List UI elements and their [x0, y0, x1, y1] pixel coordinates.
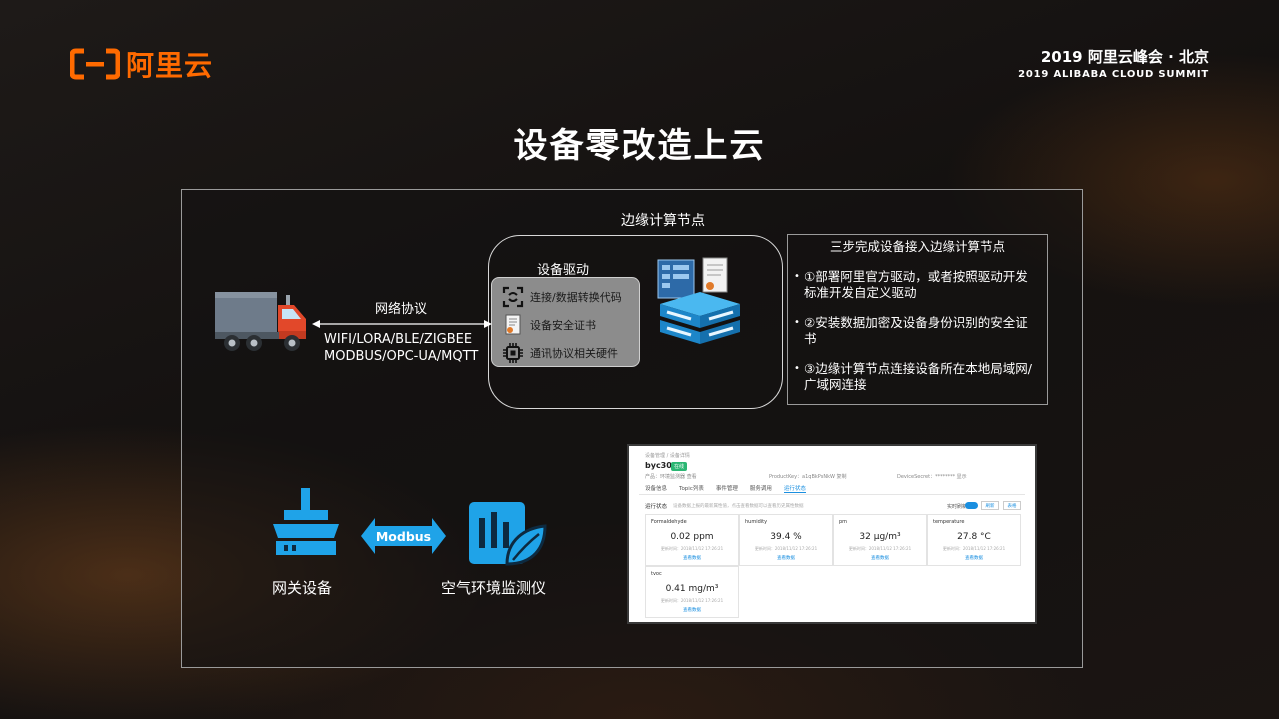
driver-title: 设备驱动 [537, 263, 590, 278]
chip-icon [502, 342, 524, 364]
metric-name: temperature [933, 519, 965, 525]
modbus-label: Modbus [375, 528, 432, 544]
realtime-toggle[interactable] [965, 502, 978, 509]
iot-console-screenshot: 设备管理 / 设备详情 byc300 在线 产品：环境监测器 查看 Produc… [627, 444, 1037, 624]
driver-item-certificate: 设备安全证书 [502, 314, 596, 336]
air-monitor-icon [469, 502, 547, 566]
view-data-link[interactable]: 查看数据 [871, 556, 889, 561]
metric-value: 27.8 °C [957, 532, 991, 542]
driver-item-label: 设备安全证书 [530, 319, 596, 332]
metric-card-temperature: temperature 27.8 °C 更新时间：2018/11/12 17:2… [927, 514, 1021, 566]
protocol-line-1: WIFI/LORA/BLE/ZIGBEE [324, 332, 473, 347]
driver-item-hardware: 通讯协议相关硬件 [502, 342, 618, 364]
step-2: ②安装数据加密及设备身份识别的安全证书 [794, 315, 1037, 347]
view-data-link[interactable]: 查看数据 [965, 556, 983, 561]
brand-name: 阿里云 [126, 49, 214, 82]
driver-item-code: 连接/数据转换代码 [502, 286, 622, 308]
metric-value: 0.02 ppm [670, 532, 714, 542]
metric-value: 39.4 % [770, 532, 802, 542]
truck-icon [215, 292, 306, 351]
metric-card-humidity: humidity 39.4 % 更新时间：2018/11/12 17:26:21… [739, 514, 833, 566]
device-secret-info[interactable]: DeviceSecret：******** 显示 [897, 474, 967, 480]
tab-run-status[interactable]: 运行状态 [783, 486, 806, 493]
metric-value: 0.41 mg/m³ [665, 584, 719, 594]
protocol-title: 网络协议 [375, 302, 428, 317]
summit-title-cn: 2019 阿里云峰会 · 北京 [1040, 48, 1209, 66]
metric-name: humidity [745, 519, 768, 525]
scan-code-icon [502, 286, 524, 308]
certificate-icon [502, 314, 524, 336]
summit-title-en: 2019 ALIBABA CLOUD SUMMIT [1018, 69, 1209, 80]
status-badge: 在线 [671, 462, 688, 471]
metric-card-tvoc: tvoc 0.41 mg/m³ 更新时间：2018/11/12 17:26:21… [645, 566, 739, 618]
metric-value: 32 μg/m³ [859, 532, 901, 542]
metric-time: 更新时间：2018/11/12 17:26:21 [660, 546, 724, 551]
table-button[interactable]: 表格 [1003, 501, 1021, 510]
run-status-desc: 设备数据上报的最新属性值，点击查看数据可以查看历史属性数据 [673, 504, 804, 509]
driver-item-label: 通讯协议相关硬件 [530, 347, 618, 360]
edge-node-box [488, 235, 783, 409]
alibaba-cloud-logo-icon [70, 48, 120, 80]
tab-device-info[interactable]: 设备信息 [645, 486, 668, 492]
metric-name: pm [839, 519, 848, 525]
breadcrumb[interactable]: 设备管理 / 设备详情 [645, 453, 690, 459]
divider [639, 494, 1025, 495]
metric-time: 更新时间：2018/11/12 17:26:21 [754, 546, 818, 551]
gateway-icon [273, 488, 339, 555]
gateway-label: 网关设备 [272, 579, 333, 597]
air-monitor-label: 空气环境监测仪 [441, 579, 547, 597]
edge-node-title: 边缘计算节点 [621, 213, 705, 229]
modbus-arrow-icon [361, 518, 446, 554]
metric-name: Formaldehyde [651, 519, 687, 525]
metric-card-formaldehyde: Formaldehyde 0.02 ppm 更新时间：2018/11/12 17… [645, 514, 739, 566]
metric-time: 更新时间：2018/11/12 17:26:21 [660, 598, 724, 603]
tab-event-manage[interactable]: 事件管理 [715, 486, 738, 492]
driver-item-label: 连接/数据转换代码 [530, 291, 622, 304]
metric-card-pm: pm 32 μg/m³ 更新时间：2018/11/12 17:26:21 查看数… [833, 514, 927, 566]
alibaba-cloud-logo: 阿里云 [70, 44, 213, 84]
step-1: ①部署阿里官方驱动，或者按照驱动开发标准开发自定义驱动 [794, 269, 1037, 301]
product-key-info[interactable]: ProductKey：a1qBkPsNkW 复制 [769, 474, 847, 480]
product-info[interactable]: 产品：环境监测器 查看 [645, 474, 697, 480]
steps-box: 三步完成设备接入边缘计算节点 ①部署阿里官方驱动，或者按照驱动开发标准开发自定义… [787, 234, 1048, 405]
refresh-button[interactable]: 刷新 [981, 501, 999, 510]
summit-badge: 2019 阿里云峰会 · 北京 2019 ALIBABA CLOUD SUMMI… [1018, 46, 1209, 80]
realtime-label: 实时刷新 [947, 504, 968, 510]
console-tabs: 设备信息 Topic列表 事件管理 服务调用 运行状态 [645, 484, 806, 493]
double-arrow-icon [312, 320, 492, 328]
slide-title: 设备零改造上云 [513, 126, 766, 166]
steps-title: 三步完成设备接入边缘计算节点 [829, 239, 1005, 254]
metric-time: 更新时间：2018/11/12 17:26:21 [942, 546, 1006, 551]
metric-name: tvoc [651, 571, 662, 577]
protocol-line-2: MODBUS/OPC-UA/MQTT [324, 349, 479, 364]
view-data-link[interactable]: 查看数据 [777, 556, 795, 561]
step-3: ③边缘计算节点连接设备所在本地局域网/广域网连接 [794, 361, 1037, 393]
run-status-title: 运行状态 [645, 504, 668, 510]
view-data-link[interactable]: 查看数据 [683, 556, 701, 561]
metric-time: 更新时间：2018/11/12 17:26:21 [848, 546, 912, 551]
view-data-link[interactable]: 查看数据 [683, 608, 701, 613]
protocol-list: WIFI/LORA/BLE/ZIGBEE MODBUS/OPC-UA/MQTT [324, 331, 478, 365]
edge-server-icon [657, 257, 740, 344]
tab-topic-list[interactable]: Topic列表 [679, 486, 704, 492]
tab-service-call[interactable]: 服务调用 [749, 486, 772, 492]
device-name: byc300 [645, 461, 678, 470]
